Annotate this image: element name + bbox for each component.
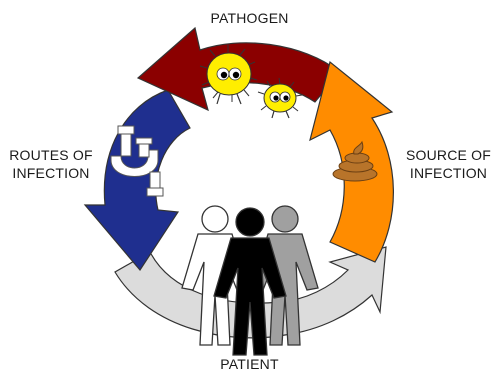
routes-arrow (85, 90, 190, 270)
pathogen-label: PATHOGEN (0, 9, 499, 27)
patient-label: PATIENT (0, 355, 499, 373)
